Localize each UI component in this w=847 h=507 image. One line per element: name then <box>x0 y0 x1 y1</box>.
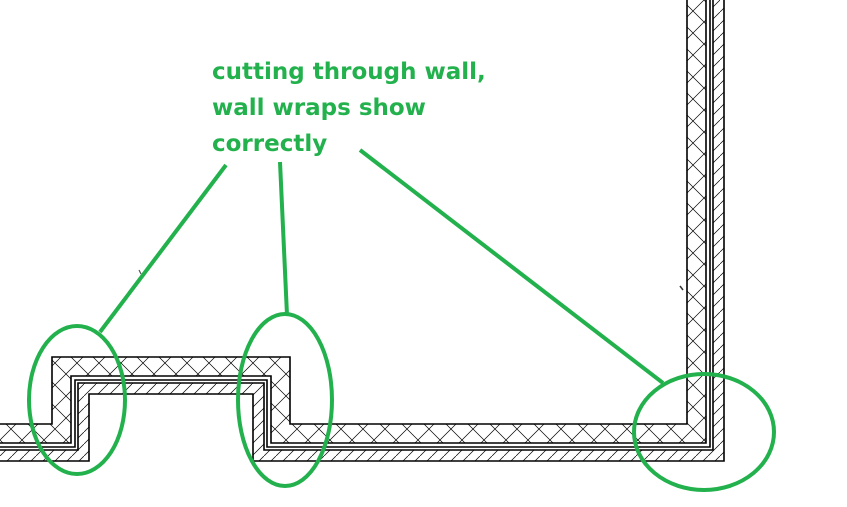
wall-layer-line <box>0 0 707 444</box>
leader-line-left <box>98 163 228 334</box>
wall-layer-line <box>0 0 688 425</box>
highlight-ellipse-left <box>27 324 127 476</box>
wall-layer-line <box>0 0 711 448</box>
leader-line-right <box>358 148 665 385</box>
annotation-line-1: cutting through wall, <box>212 59 486 85</box>
annotation-line-3: correctly <box>212 131 328 157</box>
wall-layer-line <box>0 0 725 462</box>
highlight-ellipse-corner <box>632 372 776 492</box>
annotation-text: cutting through wall, wall wraps show co… <box>212 54 486 162</box>
leader-line-middle <box>278 161 289 316</box>
wall-layer-line <box>0 0 714 451</box>
highlight-ellipse-middle <box>236 312 334 488</box>
stray-marks <box>138 269 684 291</box>
annotation-leaders <box>27 148 776 492</box>
annotation-line-2: wall wraps show <box>212 95 426 121</box>
